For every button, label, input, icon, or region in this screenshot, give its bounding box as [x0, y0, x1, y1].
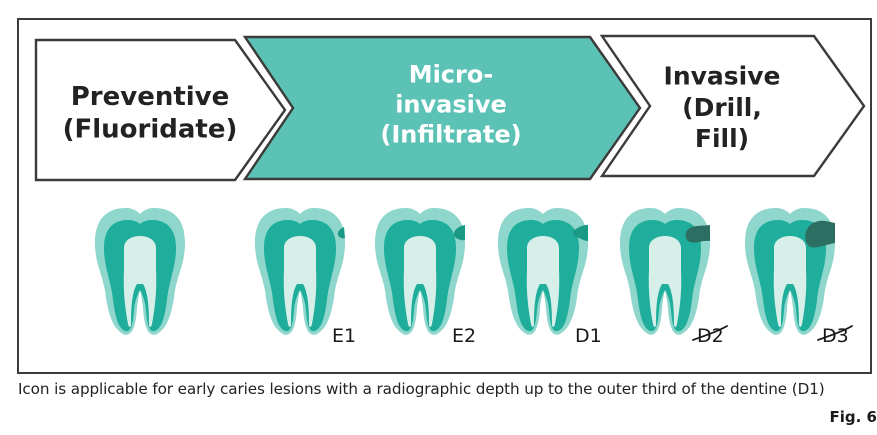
- diagram-frame: [17, 18, 872, 374]
- caption-text: Icon is applicable for early caries lesi…: [18, 380, 877, 398]
- figure-label: Fig. 6: [830, 408, 877, 426]
